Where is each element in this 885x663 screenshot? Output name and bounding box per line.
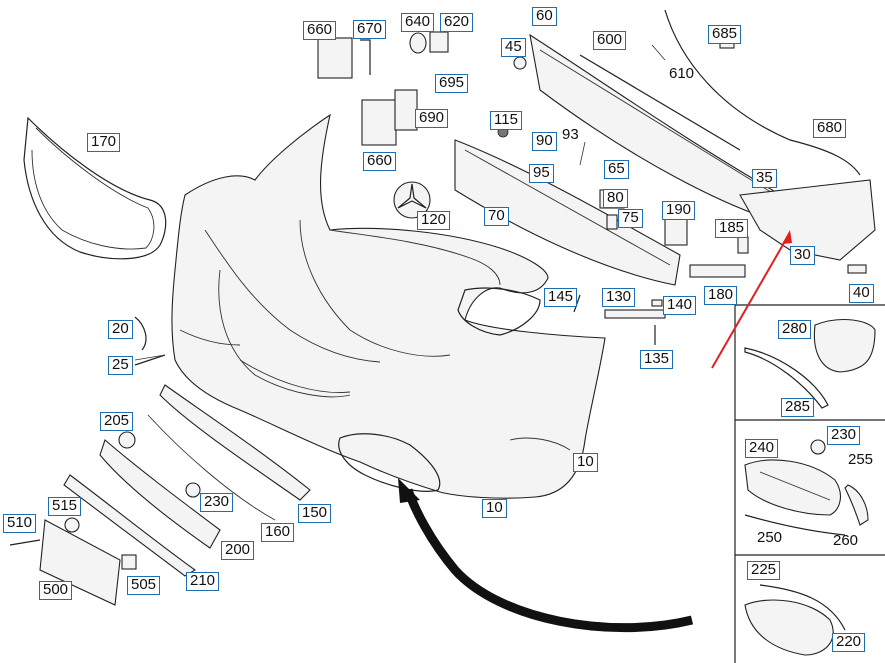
label-135: 135: [640, 350, 674, 369]
inset-240-260-parts: [744, 439, 869, 536]
label-190: 190: [662, 201, 696, 220]
label-670: 670: [353, 20, 387, 39]
label-95: 95: [529, 164, 554, 183]
label-515: 515: [48, 497, 82, 516]
label-80: 80: [603, 189, 628, 208]
label-680: 680: [813, 119, 847, 138]
lower-trim-parts: [39, 384, 311, 606]
label-255: 255: [848, 451, 874, 468]
label-510: 510: [3, 514, 37, 533]
label-690: 690: [415, 109, 449, 128]
label-70: 70: [484, 207, 509, 226]
label-145: 145: [544, 288, 578, 307]
label-660-a: 660: [303, 21, 337, 40]
label-210: 210: [186, 572, 220, 591]
part-600-strip: [579, 54, 741, 151]
label-90: 90: [532, 132, 557, 151]
label-250: 250: [757, 529, 783, 546]
label-200: 200: [221, 541, 255, 560]
black-curved-arrow: [398, 478, 694, 633]
label-230-inset: 230: [827, 426, 861, 445]
part-120-star-emblem: [393, 181, 431, 219]
label-220: 220: [832, 633, 866, 652]
label-640: 640: [401, 13, 435, 32]
label-280: 280: [778, 320, 812, 339]
label-120: 120: [417, 211, 451, 230]
label-620: 620: [440, 13, 474, 32]
label-160: 160: [261, 523, 295, 542]
label-610: 610: [669, 65, 695, 82]
label-225: 225: [747, 561, 781, 580]
label-140: 140: [663, 296, 697, 315]
label-10-b: 10: [482, 499, 507, 518]
label-240: 240: [745, 439, 779, 458]
label-30: 30: [790, 246, 815, 265]
label-65: 65: [604, 160, 629, 179]
label-150: 150: [298, 504, 332, 523]
label-130: 130: [602, 288, 636, 307]
label-600: 600: [593, 31, 627, 50]
inset-frames: [734, 304, 885, 663]
label-500: 500: [39, 581, 73, 600]
part-680-wiring-harness: [664, 9, 861, 176]
label-285: 285: [781, 398, 815, 417]
label-10-a: 10: [573, 453, 598, 472]
label-205: 205: [100, 412, 134, 431]
label-40: 40: [849, 284, 874, 303]
label-115: 115: [490, 111, 522, 130]
label-75: 75: [618, 209, 643, 228]
label-660-b: 660: [363, 152, 397, 171]
label-685: 685: [708, 25, 742, 44]
label-170: 170: [87, 133, 121, 152]
label-180: 180: [704, 286, 738, 305]
part-60-crossmember: [529, 33, 876, 261]
label-505: 505: [127, 576, 161, 595]
label-695: 695: [435, 74, 469, 93]
leader-lines: [134, 44, 666, 361]
label-230: 230: [200, 493, 234, 512]
part-170-grille-frame: [23, 116, 167, 260]
red-pointer-arrow: [711, 230, 792, 369]
label-185: 185: [715, 219, 749, 238]
inset-220-225-parts: [744, 584, 846, 656]
label-45: 45: [501, 38, 526, 57]
inset-280-285-parts: [744, 319, 876, 409]
label-35: 35: [752, 169, 777, 188]
part-10-bumper-cover: [171, 113, 606, 499]
small-parts: [9, 29, 867, 570]
part-70-absorber: [454, 139, 681, 286]
label-93: 93: [562, 126, 579, 143]
label-60: 60: [532, 7, 557, 26]
label-20: 20: [108, 320, 133, 339]
label-260: 260: [833, 532, 859, 549]
label-25: 25: [108, 356, 133, 375]
